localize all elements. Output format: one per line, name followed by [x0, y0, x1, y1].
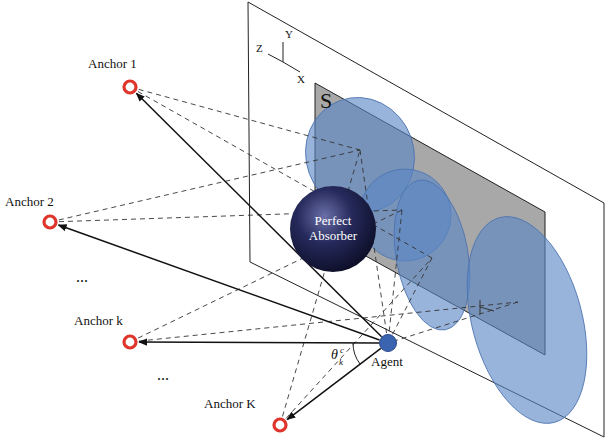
anchor-node: Anchor k	[122, 334, 138, 350]
node-label: Anchor k	[74, 313, 123, 329]
node-label: Anchor K	[204, 396, 256, 412]
agent-node: Agent	[379, 334, 397, 352]
node-label: Anchor 2	[5, 194, 54, 210]
axis-label: Z	[256, 42, 263, 54]
axis-label: X	[297, 73, 305, 85]
tick-mark	[480, 307, 494, 311]
absorber-sphere: Perfect Absorber	[290, 186, 376, 272]
dashed-path	[388, 258, 432, 343]
surface-label: S	[320, 88, 332, 114]
angle-subscript: k	[339, 357, 343, 367]
dashed-path	[130, 87, 432, 258]
ellipsis: ...	[157, 366, 169, 384]
node-label: Agent	[371, 354, 403, 370]
angle-symbol: θ	[331, 347, 338, 363]
angle-arc	[353, 343, 360, 364]
anchor-shape	[122, 334, 138, 350]
anchor-node: Anchor K	[272, 417, 288, 433]
dashed-path	[130, 302, 518, 342]
anchor-shape	[272, 417, 288, 433]
dashed-path	[280, 258, 432, 425]
absorber-label: Perfect Absorber	[298, 214, 368, 244]
anchor-node: Anchor 1	[122, 79, 138, 95]
dashed-path	[388, 210, 402, 343]
anchor-shape	[42, 214, 58, 230]
agent-shape	[379, 334, 397, 352]
ranging-arrow	[139, 341, 379, 343]
dashed-path	[130, 87, 360, 150]
axis-label: Y	[285, 28, 293, 40]
angle-superscript: c	[340, 345, 344, 355]
dashed-path	[388, 302, 518, 343]
node-label: Anchor 1	[88, 56, 137, 72]
ranging-arrow	[136, 93, 381, 336]
ellipsis: ...	[76, 268, 88, 286]
anchor-shape	[122, 79, 138, 95]
anchor-node: Anchor 2	[42, 214, 58, 230]
